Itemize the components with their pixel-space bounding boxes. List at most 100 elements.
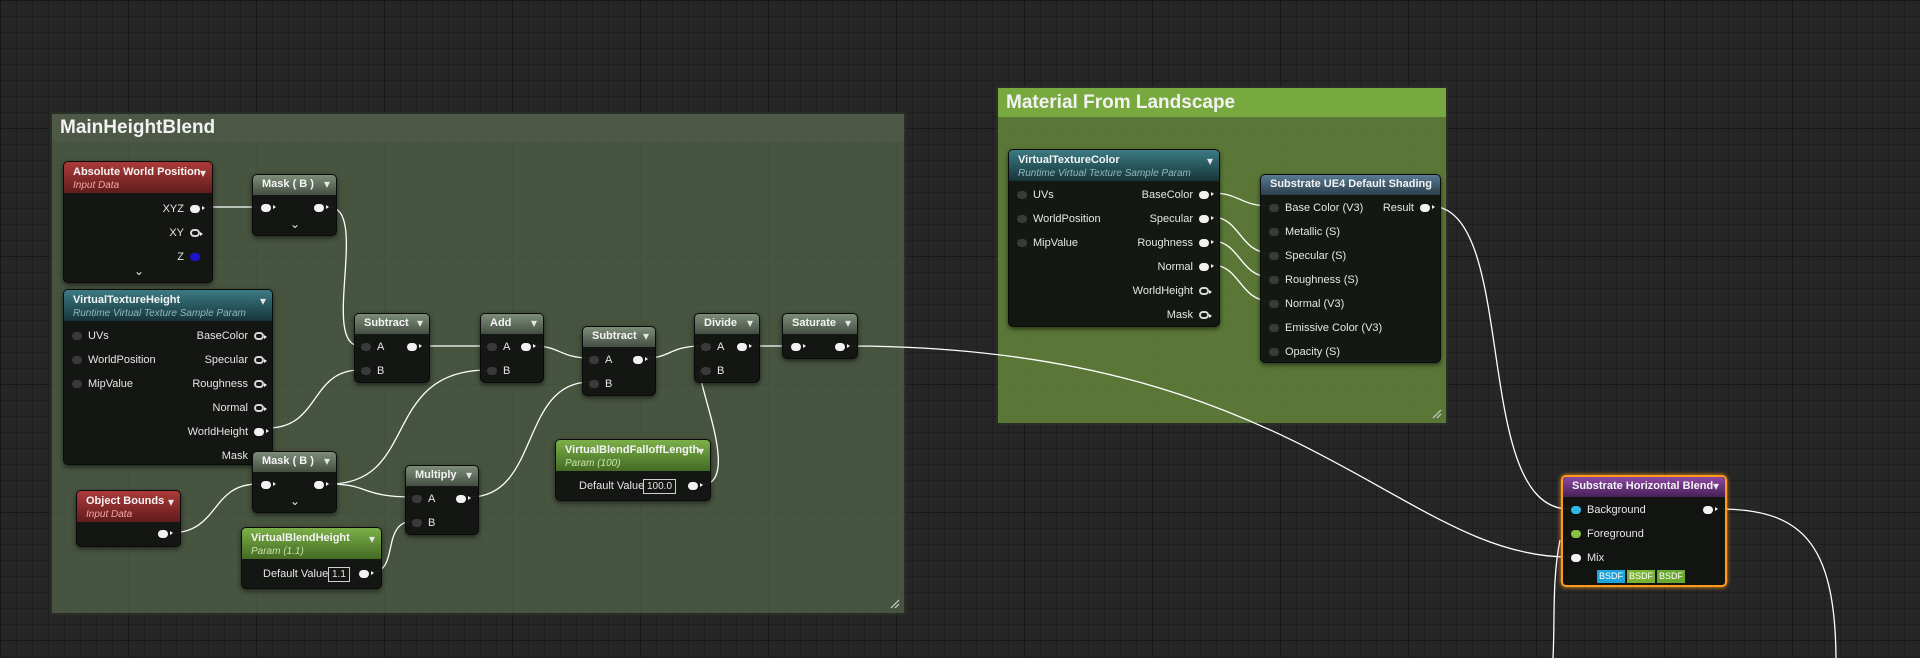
comment-title[interactable]: MainHeightBlend (52, 114, 904, 142)
output-pin[interactable] (254, 332, 267, 340)
comment-title[interactable]: Material From Landscape (998, 88, 1446, 117)
input-pin-b[interactable] (701, 367, 711, 375)
output-pin-xyz[interactable] (190, 205, 205, 213)
node-virtual-texture-height[interactable]: VirtualTextureHeight Runtime Virtual Tex… (63, 289, 273, 465)
output-pin[interactable] (521, 343, 536, 351)
output-pin[interactable] (314, 481, 329, 489)
node-add[interactable]: Add ▾ A B (480, 313, 544, 383)
chevron-down-icon[interactable]: ▾ (530, 316, 537, 330)
input-pin[interactable] (1017, 239, 1027, 247)
output-pin[interactable] (254, 356, 267, 364)
node-saturate[interactable]: Saturate ▾ (782, 313, 858, 359)
output-pin[interactable] (1199, 287, 1212, 295)
input-pin[interactable] (1269, 300, 1279, 308)
chevron-down-icon[interactable]: ▾ (746, 316, 753, 330)
chevron-down-icon[interactable]: ▾ (642, 329, 649, 343)
node-mask-b-top[interactable]: Mask ( B ) ▾ ⌄ (252, 174, 337, 236)
output-pin[interactable] (158, 530, 173, 538)
output-pin[interactable] (737, 343, 752, 351)
node-header[interactable]: Add ▾ (481, 314, 543, 334)
input-pin[interactable] (1269, 348, 1279, 356)
output-pin[interactable] (1199, 263, 1214, 271)
node-subtract-2[interactable]: Subtract ▾ A B (582, 326, 656, 396)
input-pin-a[interactable] (589, 356, 599, 364)
output-pin[interactable] (254, 380, 267, 388)
input-pin[interactable] (1269, 276, 1279, 284)
chevron-down-icon[interactable]: ▾ (465, 468, 472, 482)
input-pin[interactable] (1269, 252, 1279, 260)
node-substrate-horizontal-blend[interactable]: Substrate Horizontal Blend ▾ Background … (1561, 475, 1727, 587)
node-header[interactable]: Multiply ▾ (406, 466, 478, 486)
output-pin-result[interactable] (1420, 204, 1435, 212)
node-header[interactable]: Subtract ▾ (355, 314, 429, 334)
input-pin[interactable] (72, 356, 82, 364)
node-object-bounds[interactable]: Object Bounds Input Data ▾ (76, 490, 181, 547)
output-pin[interactable] (1703, 506, 1718, 514)
input-pin-b[interactable] (589, 380, 599, 388)
node-multiply[interactable]: Multiply ▾ A B (405, 465, 479, 535)
chevron-down-icon[interactable]: ▾ (259, 294, 266, 308)
input-pin-mix[interactable] (1571, 554, 1581, 562)
input-pin-b[interactable] (487, 367, 497, 375)
resize-grip-icon[interactable] (1432, 409, 1442, 419)
node-virtual-blend-falloff-length[interactable]: VirtualBlendFalloffLength Param (100) ▾ … (555, 439, 711, 501)
output-pin[interactable] (407, 343, 422, 351)
chevron-down-icon[interactable]: ▾ (167, 495, 174, 509)
chevron-down-icon[interactable]: ▾ (323, 454, 330, 468)
input-pin[interactable] (261, 481, 276, 489)
output-pin[interactable] (359, 570, 374, 578)
node-header[interactable]: VirtualTextureColor Runtime Virtual Text… (1009, 150, 1219, 181)
node-header[interactable]: Mask ( B ) ▾ (253, 452, 336, 472)
input-pin-foreground[interactable] (1571, 530, 1581, 538)
node-header[interactable]: VirtualBlendHeight Param (1.1) ▾ (242, 528, 381, 559)
output-pin[interactable] (633, 356, 648, 364)
default-value-field[interactable]: 100.0 (643, 479, 677, 494)
node-header[interactable]: Substrate Horizontal Blend ▾ (1563, 477, 1725, 497)
chevron-down-icon[interactable]: ▾ (199, 166, 206, 180)
output-pin-z[interactable] (190, 253, 200, 261)
node-subtract-1[interactable]: Subtract ▾ A B (354, 313, 430, 383)
chevron-down-icon[interactable]: ▾ (416, 316, 423, 330)
output-pin[interactable] (254, 404, 267, 412)
input-pin[interactable] (1017, 191, 1027, 199)
input-pin[interactable] (72, 380, 82, 388)
input-pin[interactable] (791, 343, 806, 351)
input-pin-a[interactable] (361, 343, 371, 351)
output-pin[interactable] (1199, 239, 1214, 247)
node-substrate-ue4-default-shading[interactable]: Substrate UE4 Default Shading Base Color… (1260, 174, 1441, 363)
collapse-icon[interactable]: ⌄ (290, 217, 301, 231)
default-value-field[interactable]: 1.1 (328, 567, 350, 582)
chevron-down-icon[interactable]: ▾ (697, 444, 704, 458)
input-pin[interactable] (1269, 228, 1279, 236)
node-divide[interactable]: Divide ▾ A B (694, 313, 760, 383)
input-pin[interactable] (72, 332, 82, 340)
input-pin[interactable] (1269, 324, 1279, 332)
input-pin-background[interactable] (1571, 506, 1581, 514)
input-pin-a[interactable] (701, 343, 711, 351)
input-pin[interactable] (1269, 204, 1279, 212)
output-pin-xy[interactable] (190, 229, 203, 237)
node-header[interactable]: Divide ▾ (695, 314, 759, 334)
node-header[interactable]: Absolute World Position Input Data ▾ (64, 162, 212, 193)
output-pin[interactable] (456, 495, 471, 503)
input-pin-a[interactable] (412, 495, 422, 503)
input-pin[interactable] (261, 204, 276, 212)
input-pin-a[interactable] (487, 343, 497, 351)
collapse-icon[interactable]: ⌄ (290, 494, 301, 508)
output-pin[interactable] (254, 428, 269, 436)
node-mask-b-bottom[interactable]: Mask ( B ) ▾ ⌄ (252, 451, 337, 513)
node-header[interactable]: Object Bounds Input Data ▾ (77, 491, 180, 522)
output-pin[interactable] (1199, 215, 1214, 223)
chevron-down-icon[interactable]: ▾ (1712, 479, 1719, 493)
output-pin[interactable] (314, 204, 329, 212)
chevron-down-icon[interactable]: ▾ (323, 177, 330, 191)
output-pin[interactable] (1199, 191, 1214, 199)
node-header[interactable]: VirtualTextureHeight Runtime Virtual Tex… (64, 290, 272, 321)
node-header[interactable]: VirtualBlendFalloffLength Param (100) ▾ (556, 440, 710, 471)
node-header[interactable]: Subtract ▾ (583, 327, 655, 347)
node-virtual-blend-height[interactable]: VirtualBlendHeight Param (1.1) ▾ Default… (241, 527, 382, 589)
node-header[interactable]: Substrate UE4 Default Shading (1261, 175, 1440, 195)
node-header[interactable]: Mask ( B ) ▾ (253, 175, 336, 195)
output-pin[interactable] (688, 482, 703, 490)
output-pin[interactable] (835, 343, 850, 351)
